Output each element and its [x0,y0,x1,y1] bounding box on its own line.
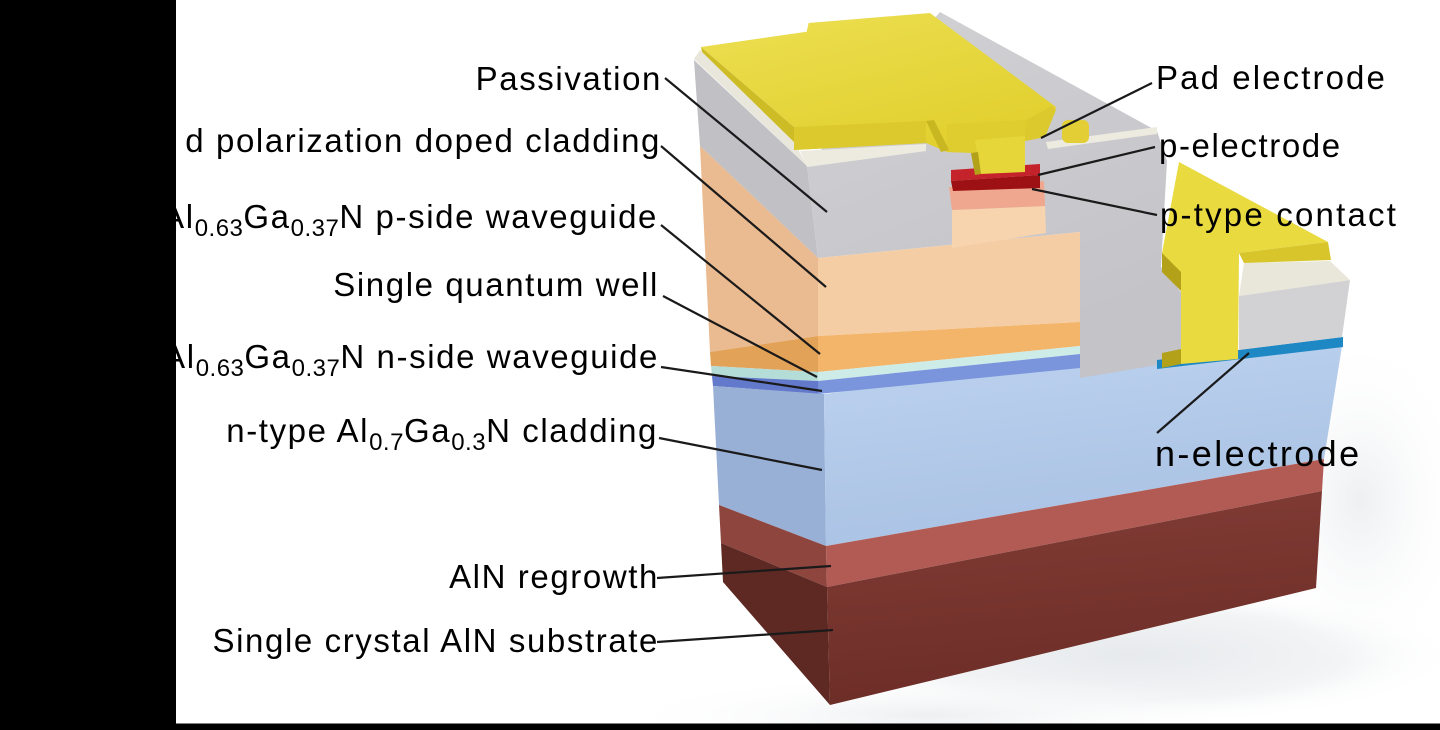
svg-text:n-electrode: n-electrode [1155,433,1362,474]
svg-text:p-type contact: p-type contact [1160,196,1398,233]
svg-text:p-electrode: p-electrode [1159,127,1342,164]
svg-text:Pad electrode: Pad electrode [1156,59,1387,96]
svg-text:n-type Al0.7Ga0.3N cladding: n-type Al0.7Ga0.3N cladding [226,412,658,456]
svg-text:AlN regrowth: AlN regrowth [449,558,659,595]
svg-text:d polarization doped cladding: d polarization doped cladding [185,122,661,159]
svg-text:Single quantum well: Single quantum well [333,266,659,303]
svg-text:Al0.63Ga0.37N n-side waveguide: Al0.63Ga0.37N n-side waveguide [163,338,659,382]
svg-text:Al0.63Ga0.37N p-side waveguide: Al0.63Ga0.37N p-side waveguide [162,198,658,242]
svg-text:Single crystal AlN substrate: Single crystal AlN substrate [213,622,659,659]
svg-text:Passivation: Passivation [476,60,662,97]
